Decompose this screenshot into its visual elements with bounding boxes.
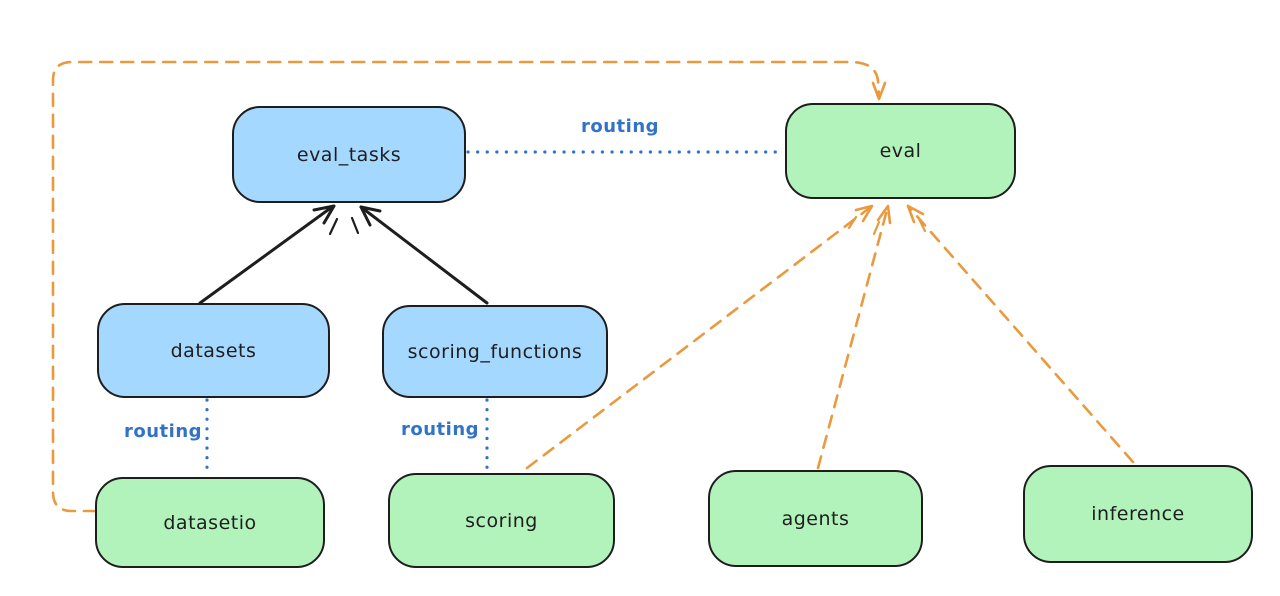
- node-eval-tasks: eval_tasks: [232, 106, 466, 203]
- edge-label-routing-datasets-datasetio: routing: [123, 421, 203, 442]
- node-inference-label: inference: [1091, 503, 1185, 525]
- node-datasets: datasets: [97, 303, 330, 398]
- arrowhead-agents-to-eval: [876, 204, 892, 225]
- node-inference: inference: [1023, 465, 1253, 563]
- arrowhead-scoring-functions-to-eval-tasks: [359, 205, 382, 227]
- node-eval: eval: [785, 103, 1016, 199]
- edge-label-routing-eval-tasks-eval: routing: [580, 116, 660, 137]
- edge-inference-to-eval: [906, 204, 1135, 464]
- node-scoring-functions-label: scoring_functions: [407, 340, 583, 363]
- edge-label-routing-scoring-functions-scoring: routing: [400, 419, 480, 440]
- node-agents-label: agents: [781, 507, 850, 530]
- arrowhead-sketch-stroke: [328, 217, 339, 236]
- node-agents: agents: [708, 470, 923, 567]
- arrowhead-sketch-stroke: [847, 215, 858, 230]
- node-scoring: scoring: [388, 473, 615, 568]
- arrowhead-sketch-stroke: [350, 216, 360, 235]
- node-scoring-functions: scoring_functions: [382, 305, 608, 398]
- node-datasetio: datasetio: [95, 477, 325, 568]
- node-scoring-label: scoring: [465, 509, 538, 532]
- node-datasets-label: datasets: [170, 339, 257, 362]
- arrowhead-datasetio-to-eval: [871, 81, 887, 101]
- edge-scoring-functions-to-eval-tasks: [359, 205, 489, 305]
- arrowhead-datasets-to-eval-tasks: [312, 204, 336, 225]
- edge-agents-to-eval: [816, 204, 890, 470]
- edge-datasets-to-eval-tasks: [198, 205, 334, 305]
- edge-datasetio-to-eval: [51, 60, 881, 513]
- arrowhead-inference-to-eval: [906, 204, 925, 224]
- node-eval-label: eval: [879, 140, 922, 162]
- arrowhead-sketch-stroke: [872, 220, 881, 236]
- arrowhead-sketch-stroke: [917, 217, 927, 233]
- node-eval-tasks-label: eval_tasks: [296, 143, 402, 166]
- node-datasetio-label: datasetio: [163, 511, 257, 534]
- arrowhead-scoring-to-eval: [854, 204, 874, 223]
